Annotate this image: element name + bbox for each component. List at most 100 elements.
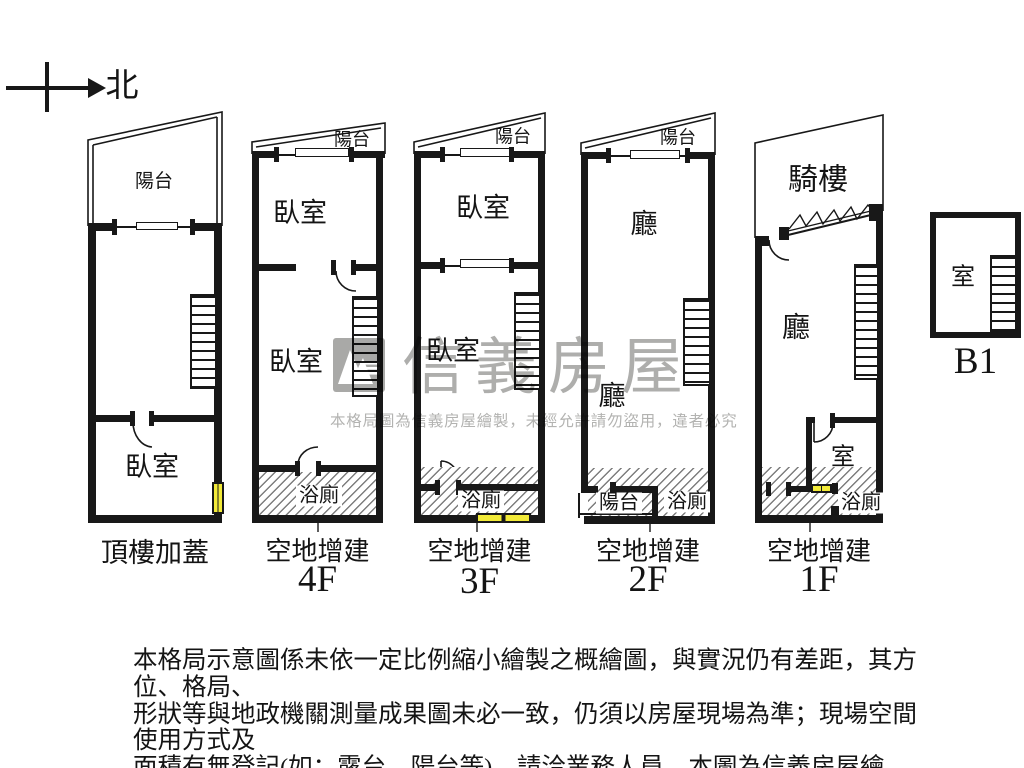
wall-segment xyxy=(685,148,690,163)
wall-segment xyxy=(509,258,514,273)
wall-segment xyxy=(351,260,356,275)
disclaimer-line-1: 本格局示意圖係未依一定比例縮小繪製之概繪圖，與實況仍有差距，其方位、格局、 xyxy=(133,647,917,701)
wall-segment xyxy=(192,223,222,231)
disclaimer-line-2: 形狀等與地政機關測量成果圖未必一致，仍須以房屋現場為準；現場空間使用方式及 xyxy=(133,700,917,755)
balcony-outline-rooftop xyxy=(87,111,223,226)
thin-wall xyxy=(578,513,652,515)
room-label-2f-hall-upper: 廳 xyxy=(630,208,658,239)
room-label-rooftop-bedroom: 臥室 xyxy=(125,451,179,482)
wall-segment xyxy=(88,223,116,231)
room-label-2f-hall-lower: 廳 xyxy=(598,380,626,411)
thin-wall xyxy=(578,493,580,518)
wall-segment xyxy=(755,236,762,522)
wall-segment xyxy=(440,147,445,162)
room-label-1f-arcade: 騎樓 xyxy=(788,163,848,197)
wall-segment xyxy=(88,515,222,523)
wall-segment xyxy=(152,415,214,422)
bathroom-hatch-area xyxy=(259,472,376,515)
wall-segment xyxy=(149,411,154,426)
wall-segment xyxy=(581,486,598,493)
wall-segment xyxy=(832,417,876,423)
wall-segment xyxy=(112,219,117,235)
wall-segment xyxy=(830,413,835,428)
yellow-window xyxy=(811,484,832,493)
room-label-4f-bedroom-upper: 臥室 xyxy=(273,197,327,228)
wall-segment xyxy=(352,264,383,271)
compass-north-label: 北 xyxy=(105,68,139,105)
wall-segment xyxy=(318,465,376,472)
wall-segment xyxy=(708,152,715,522)
floor-label-rooftop: 頂樓加蓋 xyxy=(101,538,209,568)
disclaimer-text: 本格局示意圖係未依一定比例縮小繪製之概繪圖，與實況仍有差距，其方位、格局、 形狀… xyxy=(133,647,923,768)
compass-north-icon xyxy=(6,62,106,112)
room-label-1f-hall: 廳 xyxy=(781,312,811,344)
wall-segment xyxy=(690,152,715,159)
room-label-3f-bedroom-upper: 臥室 xyxy=(456,192,510,223)
wall-segment xyxy=(421,484,437,491)
wall-segment xyxy=(376,151,383,523)
room-label-1f-room: 室 xyxy=(831,444,855,471)
wall-segment xyxy=(458,484,538,491)
wall-segment xyxy=(766,482,771,496)
wall-segment xyxy=(456,480,461,495)
floor-label-b1: B1 xyxy=(953,341,998,382)
wall-segment xyxy=(512,262,538,269)
wall-segment xyxy=(652,486,658,518)
wall-segment xyxy=(421,262,443,269)
wall-segment xyxy=(414,151,443,158)
floor-label-1f: 1F xyxy=(799,559,839,600)
room-label-2f-balcony-lower: 陽台 xyxy=(596,492,642,514)
disclaimer-line-3: 面積有無登記(如：露台、陽台等)，請洽業務人員。本圖為信義房屋繪製，盜用必究。 xyxy=(133,754,885,768)
room-label-2f-balcony: 陽台 xyxy=(660,127,696,148)
floor-label-3f: 3F xyxy=(459,561,500,602)
staircase xyxy=(683,298,709,386)
window xyxy=(630,150,680,159)
window xyxy=(460,259,510,268)
watermark-logo xyxy=(333,338,385,397)
room-label-4f-balcony: 陽台 xyxy=(334,129,370,150)
wall-segment xyxy=(435,480,440,495)
wall-segment xyxy=(606,148,611,163)
wall-segment xyxy=(414,151,421,523)
yellow-window xyxy=(212,482,224,514)
wall-segment xyxy=(259,264,296,271)
wall-segment xyxy=(440,258,445,273)
wall-segment xyxy=(832,483,838,494)
room-label-3f-bath: 浴廁 xyxy=(458,490,504,512)
annotation-1f: 空地增建 xyxy=(766,537,871,566)
wall-segment xyxy=(806,417,812,492)
wall-segment xyxy=(581,152,608,159)
annotation-4f: 空地增建 xyxy=(265,537,370,566)
wall-segment xyxy=(779,227,789,240)
wall-segment xyxy=(252,151,277,158)
wall-segment xyxy=(791,486,812,492)
sinyi-logo-icon xyxy=(333,338,385,392)
floor-label-2f: 2F xyxy=(628,559,668,600)
wall-segment xyxy=(352,151,385,158)
room-label-3f-balcony: 陽台 xyxy=(495,126,531,147)
wall-segment xyxy=(831,506,839,519)
wall-segment xyxy=(259,465,298,472)
wall-segment xyxy=(610,486,653,493)
wall-segment xyxy=(316,461,321,476)
wall-segment xyxy=(88,223,96,523)
wall-segment xyxy=(252,515,383,523)
wall-segment xyxy=(214,223,222,523)
annotation-3f: 空地增建 xyxy=(427,537,532,566)
room-label-3f-bedroom-lower: 臥室 xyxy=(426,335,480,366)
wall-segment xyxy=(512,151,545,158)
wall-segment xyxy=(538,151,545,523)
wall-segment xyxy=(130,411,135,426)
wall-segment xyxy=(876,210,883,522)
staircase xyxy=(990,255,1015,332)
room-label-4f-bedroom-lower: 臥室 xyxy=(269,346,323,377)
wall-segment xyxy=(252,151,259,523)
room-label-b1-room: 室 xyxy=(951,264,975,291)
wall-segment xyxy=(786,482,791,496)
wall-segment xyxy=(581,152,588,493)
window xyxy=(136,222,178,230)
wall-segment xyxy=(190,219,195,235)
room-label-rooftop-balcony: 陽台 xyxy=(134,171,174,193)
wall-segment xyxy=(331,260,336,275)
